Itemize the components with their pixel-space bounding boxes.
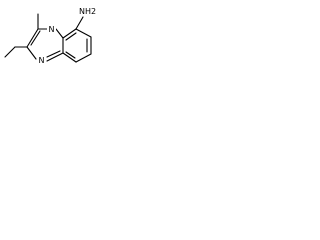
bond-c2-n1 [26, 46, 37, 60]
bond-c5-c6 [75, 28, 92, 38]
bond-c8-c8a-inner [65, 51, 76, 59]
bond-c5-amine [75, 16, 84, 30]
atom-label-amine: NH2 [79, 7, 96, 16]
bond-ethyl-ch3-ch2 [4, 46, 16, 58]
bond-c7-c8 [75, 53, 92, 63]
atom-label-n4-group: N [47, 24, 56, 34]
atom-label-amine-group: NH2 [78, 5, 102, 16]
bond-n1-c8a [46, 52, 64, 62]
bond-c2-c3 [26, 28, 39, 48]
bond-c4a-c5 [62, 28, 77, 39]
molecule-structure: N N NH2 [4, 5, 102, 65]
atom-label-n1-group: N [37, 55, 46, 65]
bond-c8-c8a [62, 52, 77, 63]
bond-skeleton [4, 13, 92, 63]
bond-c4a-c5-inner [65, 32, 77, 41]
bond-n4-c4a [55, 28, 64, 39]
bond-n1-c8a-inner [46, 50, 61, 58]
bond-c2-c3-inner [30, 30, 41, 46]
atom-label-n1: N [39, 56, 45, 65]
atom-label-n4: N [49, 25, 55, 34]
